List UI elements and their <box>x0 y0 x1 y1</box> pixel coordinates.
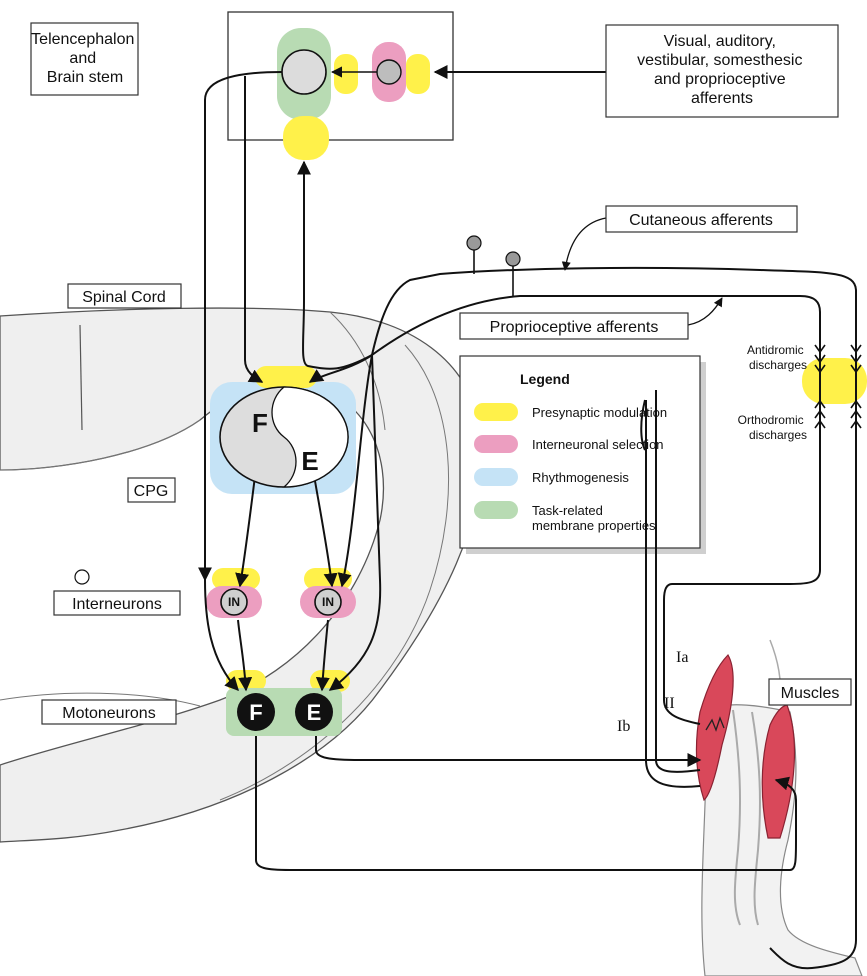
cpg-extensor-label: E <box>301 446 318 476</box>
legend-swatch <box>474 403 518 421</box>
legend-item-label: Interneuronal selection <box>532 437 664 452</box>
brain-neuron-large <box>282 50 326 94</box>
motoneuron-flexor-label: F <box>249 700 262 725</box>
presynaptic-patch-brain-2 <box>406 54 430 94</box>
interneuron-left-label: IN <box>228 595 240 609</box>
cpg-flexor-label: F <box>252 408 268 438</box>
motoneuron-extensor-label: E <box>307 700 322 725</box>
legend-swatch <box>474 435 518 453</box>
muscles-label: Muscles <box>781 685 840 702</box>
fiber-ib-label: Ib <box>617 718 630 735</box>
interneuron-key-icon <box>75 570 89 584</box>
brain-neuron-small <box>377 60 401 84</box>
cutaneous-receptors <box>467 236 520 296</box>
proprioceptive-pointer <box>688 298 722 325</box>
legend-item-label: Presynaptic modulation <box>532 405 667 420</box>
legend-title: Legend <box>520 371 570 387</box>
orthodromic-label: Orthodromic discharges <box>738 413 807 442</box>
legend-swatch <box>474 501 518 519</box>
legend-swatch <box>474 468 518 486</box>
proprioceptive-afferents-label: Proprioceptive afferents <box>490 319 659 336</box>
antidromic-label: Antidromic discharges <box>747 343 807 372</box>
fiber-ii-label: II <box>664 695 675 712</box>
presynaptic-patch-afferents <box>802 358 867 404</box>
spinal-cord-label: Spinal Cord <box>82 289 166 306</box>
cpg-label: CPG <box>134 483 169 500</box>
motoneurons-label: Motoneurons <box>62 705 155 722</box>
cpg-oscillator <box>220 387 348 487</box>
fiber-ia-label: Ia <box>676 649 688 666</box>
legend-item-label: Rhythmogenesis <box>532 470 629 485</box>
cutaneous-pointer <box>565 218 606 270</box>
presynaptic-patch-descending <box>283 116 329 160</box>
cutaneous-afferents-label: Cutaneous afferents <box>629 212 773 229</box>
presynaptic-patch-cpg <box>255 366 317 388</box>
interneurons-label: Interneurons <box>72 596 162 613</box>
presynaptic-patch-brain-1 <box>334 54 358 94</box>
interneuron-right-label: IN <box>322 595 334 609</box>
